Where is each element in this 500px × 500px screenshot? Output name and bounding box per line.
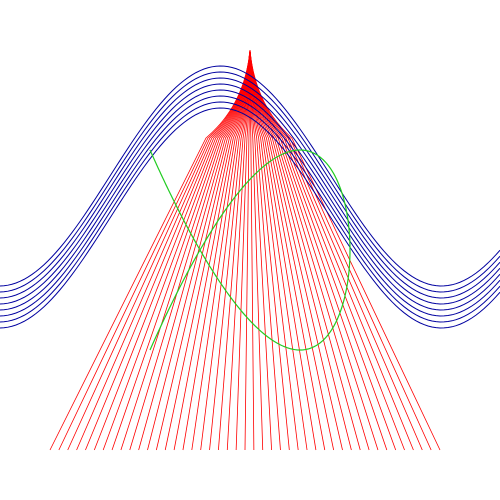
wave-line: [0, 77, 500, 299]
green-lissajous-curve: [149, 149, 351, 351]
fan-line: [49, 49, 251, 451]
wave-line: [0, 89, 500, 311]
lissajous-path: [149, 149, 351, 351]
fan-line: [249, 49, 414, 451]
fan-line: [111, 49, 251, 451]
wave-line: [0, 71, 500, 293]
red-fan-lines: [49, 49, 441, 451]
fan-line: [58, 49, 251, 451]
wave-line: [0, 65, 500, 287]
wave-line: [0, 107, 500, 329]
blue-wave-band: [0, 65, 500, 329]
fan-line: [67, 49, 251, 451]
fan-line: [93, 49, 251, 451]
fan-line: [249, 49, 441, 451]
fan-line: [249, 49, 432, 451]
fan-line: [76, 49, 251, 451]
fan-line: [249, 49, 405, 451]
wave-line: [0, 95, 500, 317]
wave-line: [0, 83, 500, 305]
fan-line: [102, 49, 251, 451]
wave-line: [0, 101, 500, 323]
